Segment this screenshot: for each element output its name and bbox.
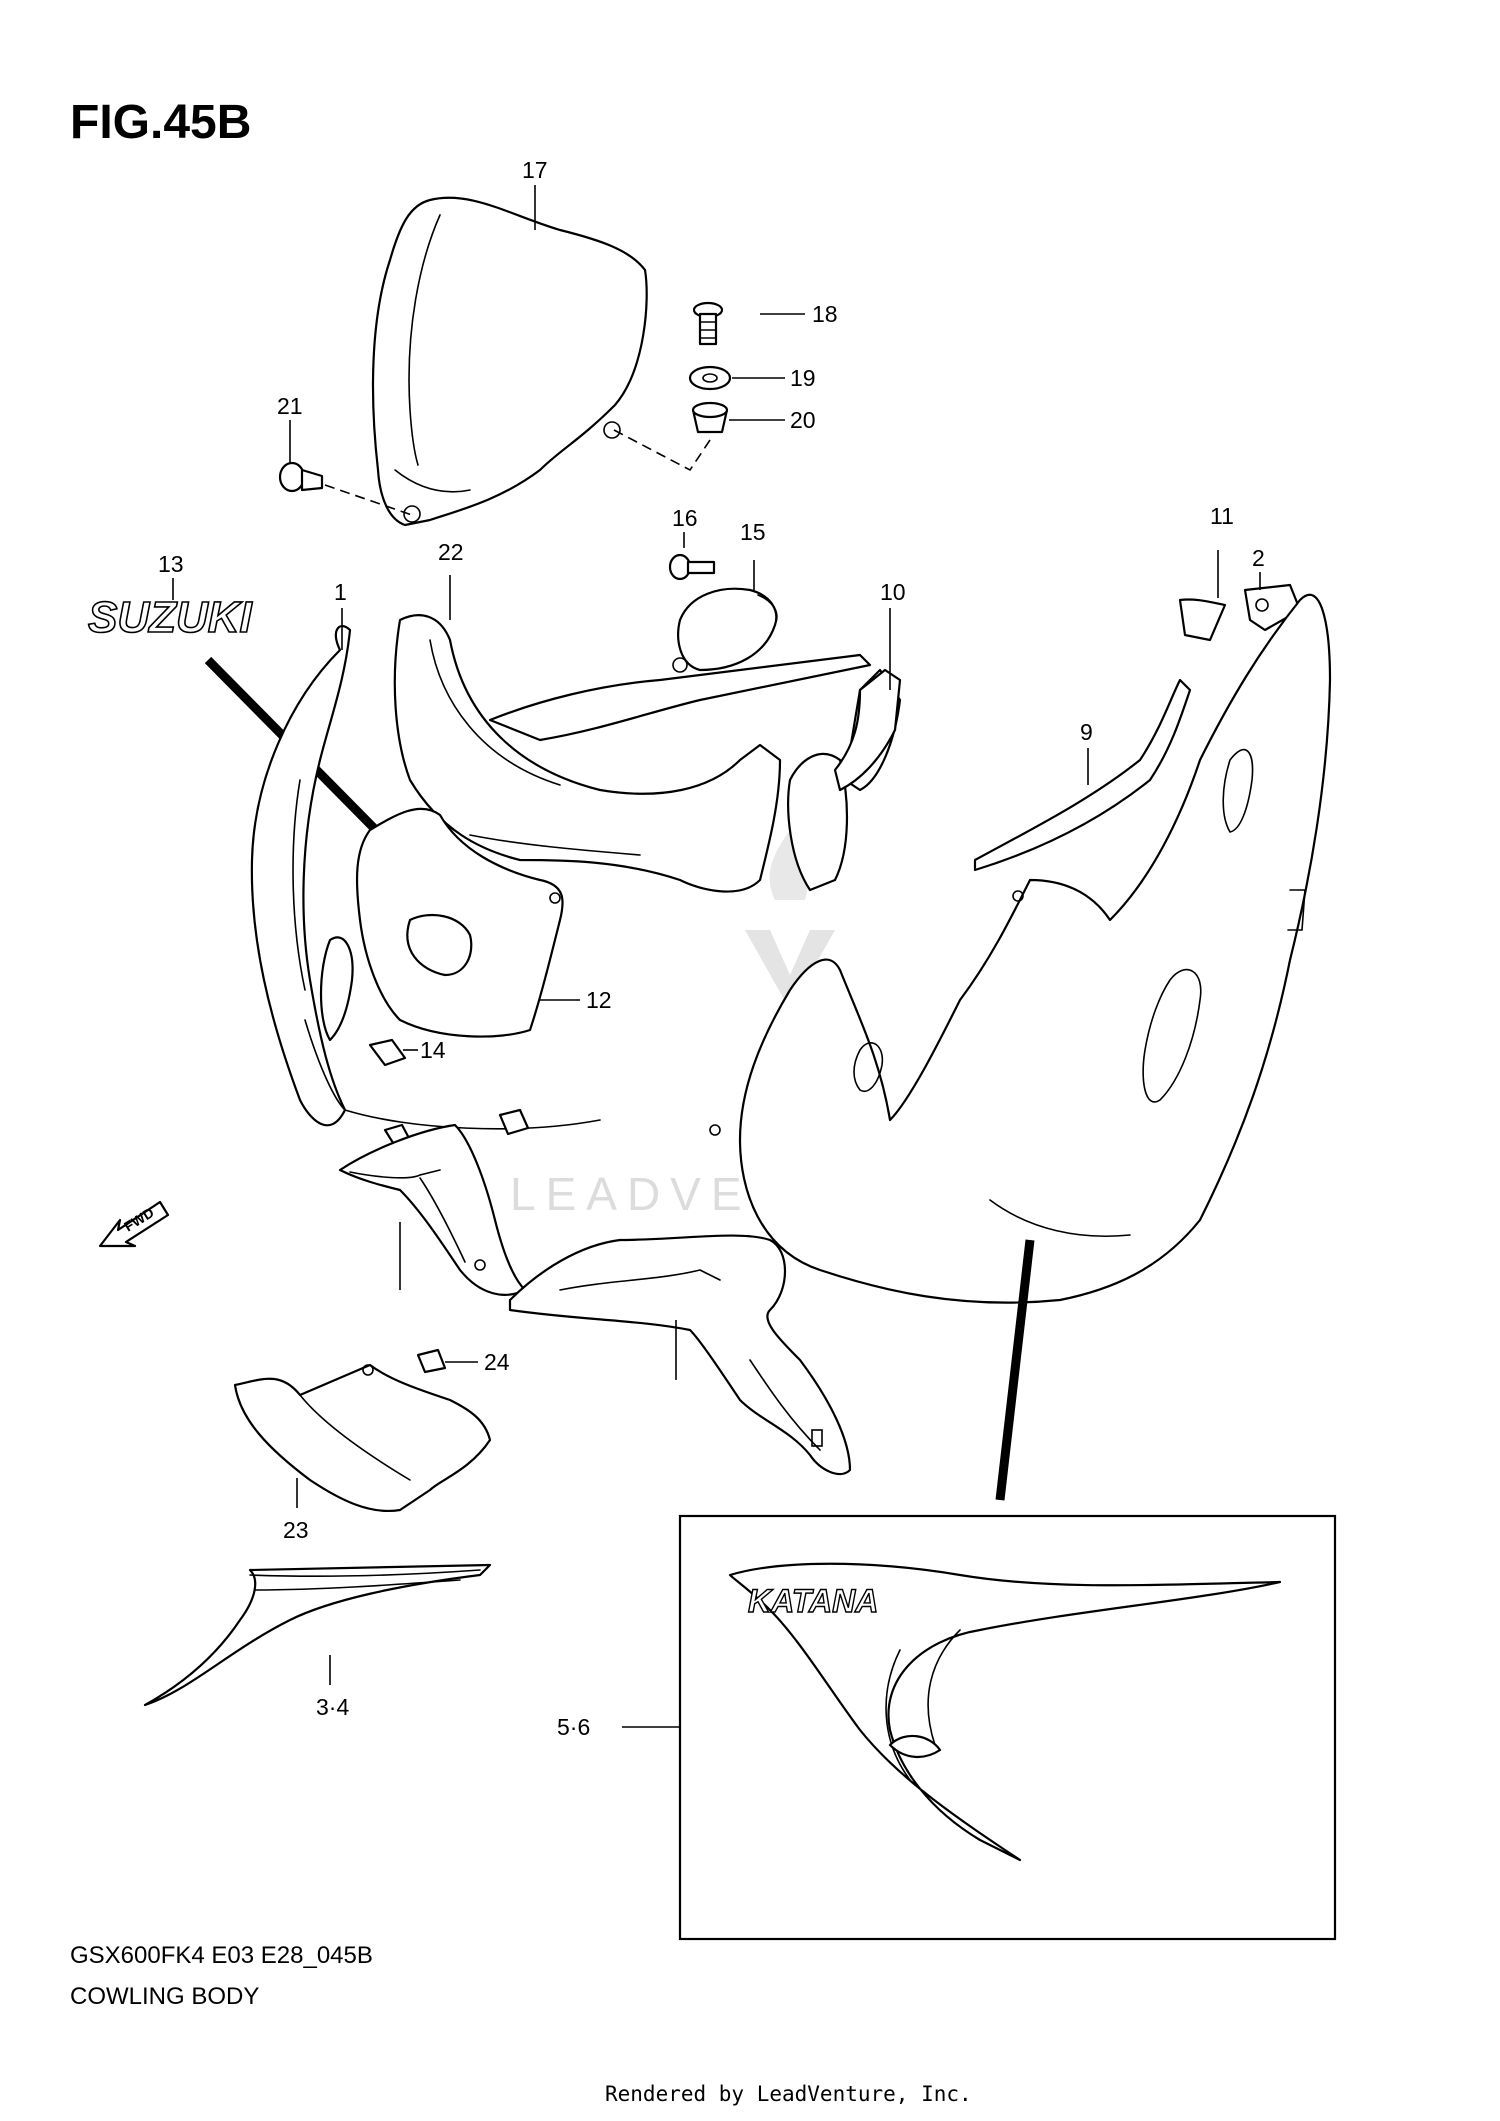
callout-18: 20: [790, 407, 816, 433]
figure-name: COWLING BODY: [70, 1983, 260, 2010]
katana-decal-text: KATANA: [748, 1583, 878, 1619]
washer-part-17[interactable]: [688, 365, 732, 391]
inner-panel-part-10[interactable]: [355, 807, 564, 1038]
screw-part-16[interactable]: [692, 301, 724, 346]
side-cowl-part-1[interactable]: [250, 625, 601, 1130]
screw-to-screen-line: [613, 429, 711, 472]
callout-2: 2: [1252, 545, 1265, 571]
callout-14: 16: [672, 505, 698, 531]
rendered-by-credit: Rendered by LeadVenture, Inc.: [605, 2082, 972, 2106]
callout-22: 24: [484, 1349, 510, 1375]
lower-cover-part-23[interactable]: [338, 1123, 527, 1296]
callout-20: 22: [438, 539, 464, 565]
figure-title: FIG.45B: [70, 96, 252, 149]
callout-9: 11: [1210, 503, 1234, 529]
model-code: GSX600FK4 E03 E28_045B: [70, 1942, 373, 1969]
callout-12: 14: [420, 1037, 446, 1063]
windscreen-part-15[interactable]: [371, 196, 648, 527]
callout-7: 9: [1080, 719, 1093, 745]
lower-panel-part-24[interactable]: [508, 1234, 852, 1476]
callout-16: 18: [812, 301, 838, 327]
callout-5-6: 5·6: [557, 1714, 590, 1740]
katana-decal-part-5-6[interactable]: KATANA: [728, 1562, 1282, 1862]
suzuki-emblem-text: SUZUKI: [88, 593, 253, 642]
fwd-arrow-icon: FWD: [98, 1200, 170, 1248]
cover-part-13[interactable]: [672, 587, 778, 673]
bracket-part-9[interactable]: [1178, 598, 1227, 642]
bracket-part-2[interactable]: [1243, 583, 1302, 632]
stripe-decal-part-3-4[interactable]: [143, 1563, 492, 1707]
callout-numbers: 17 18 19 20 21 13 16 15 22 1 10 11 2 9 1…: [158, 157, 1265, 1740]
callout-21: 23: [283, 1517, 309, 1543]
callout-leaders: [172, 185, 1261, 1728]
suzuki-emblem-part-11[interactable]: SUZUKI: [87, 592, 253, 643]
inner-panel-part-20[interactable]: [393, 614, 902, 893]
rivet-part-19[interactable]: [278, 461, 413, 516]
screw-part-14[interactable]: [668, 553, 716, 581]
under-cover-part-21[interactable]: [233, 1363, 492, 1512]
callout-13: 15: [740, 519, 766, 545]
callout-15: 17: [522, 157, 548, 183]
callout-10: 12: [586, 987, 612, 1013]
main-cowl-part-7-body[interactable]: [709, 593, 1332, 1304]
trim-part-7[interactable]: [973, 678, 1192, 872]
callout-3-4: 3·4: [316, 1694, 349, 1720]
callout-8: 10: [880, 579, 906, 605]
bracket-part-8[interactable]: [833, 668, 902, 792]
decal-location-arrow: [995, 1239, 1035, 1501]
grommet-part-18[interactable]: [691, 401, 729, 434]
callout-1: 1: [334, 579, 347, 605]
clip-part-22[interactable]: [416, 1348, 447, 1374]
callout-17: 19: [790, 365, 816, 391]
callout-19: 21: [277, 393, 303, 419]
callout-11: 13: [158, 551, 184, 577]
